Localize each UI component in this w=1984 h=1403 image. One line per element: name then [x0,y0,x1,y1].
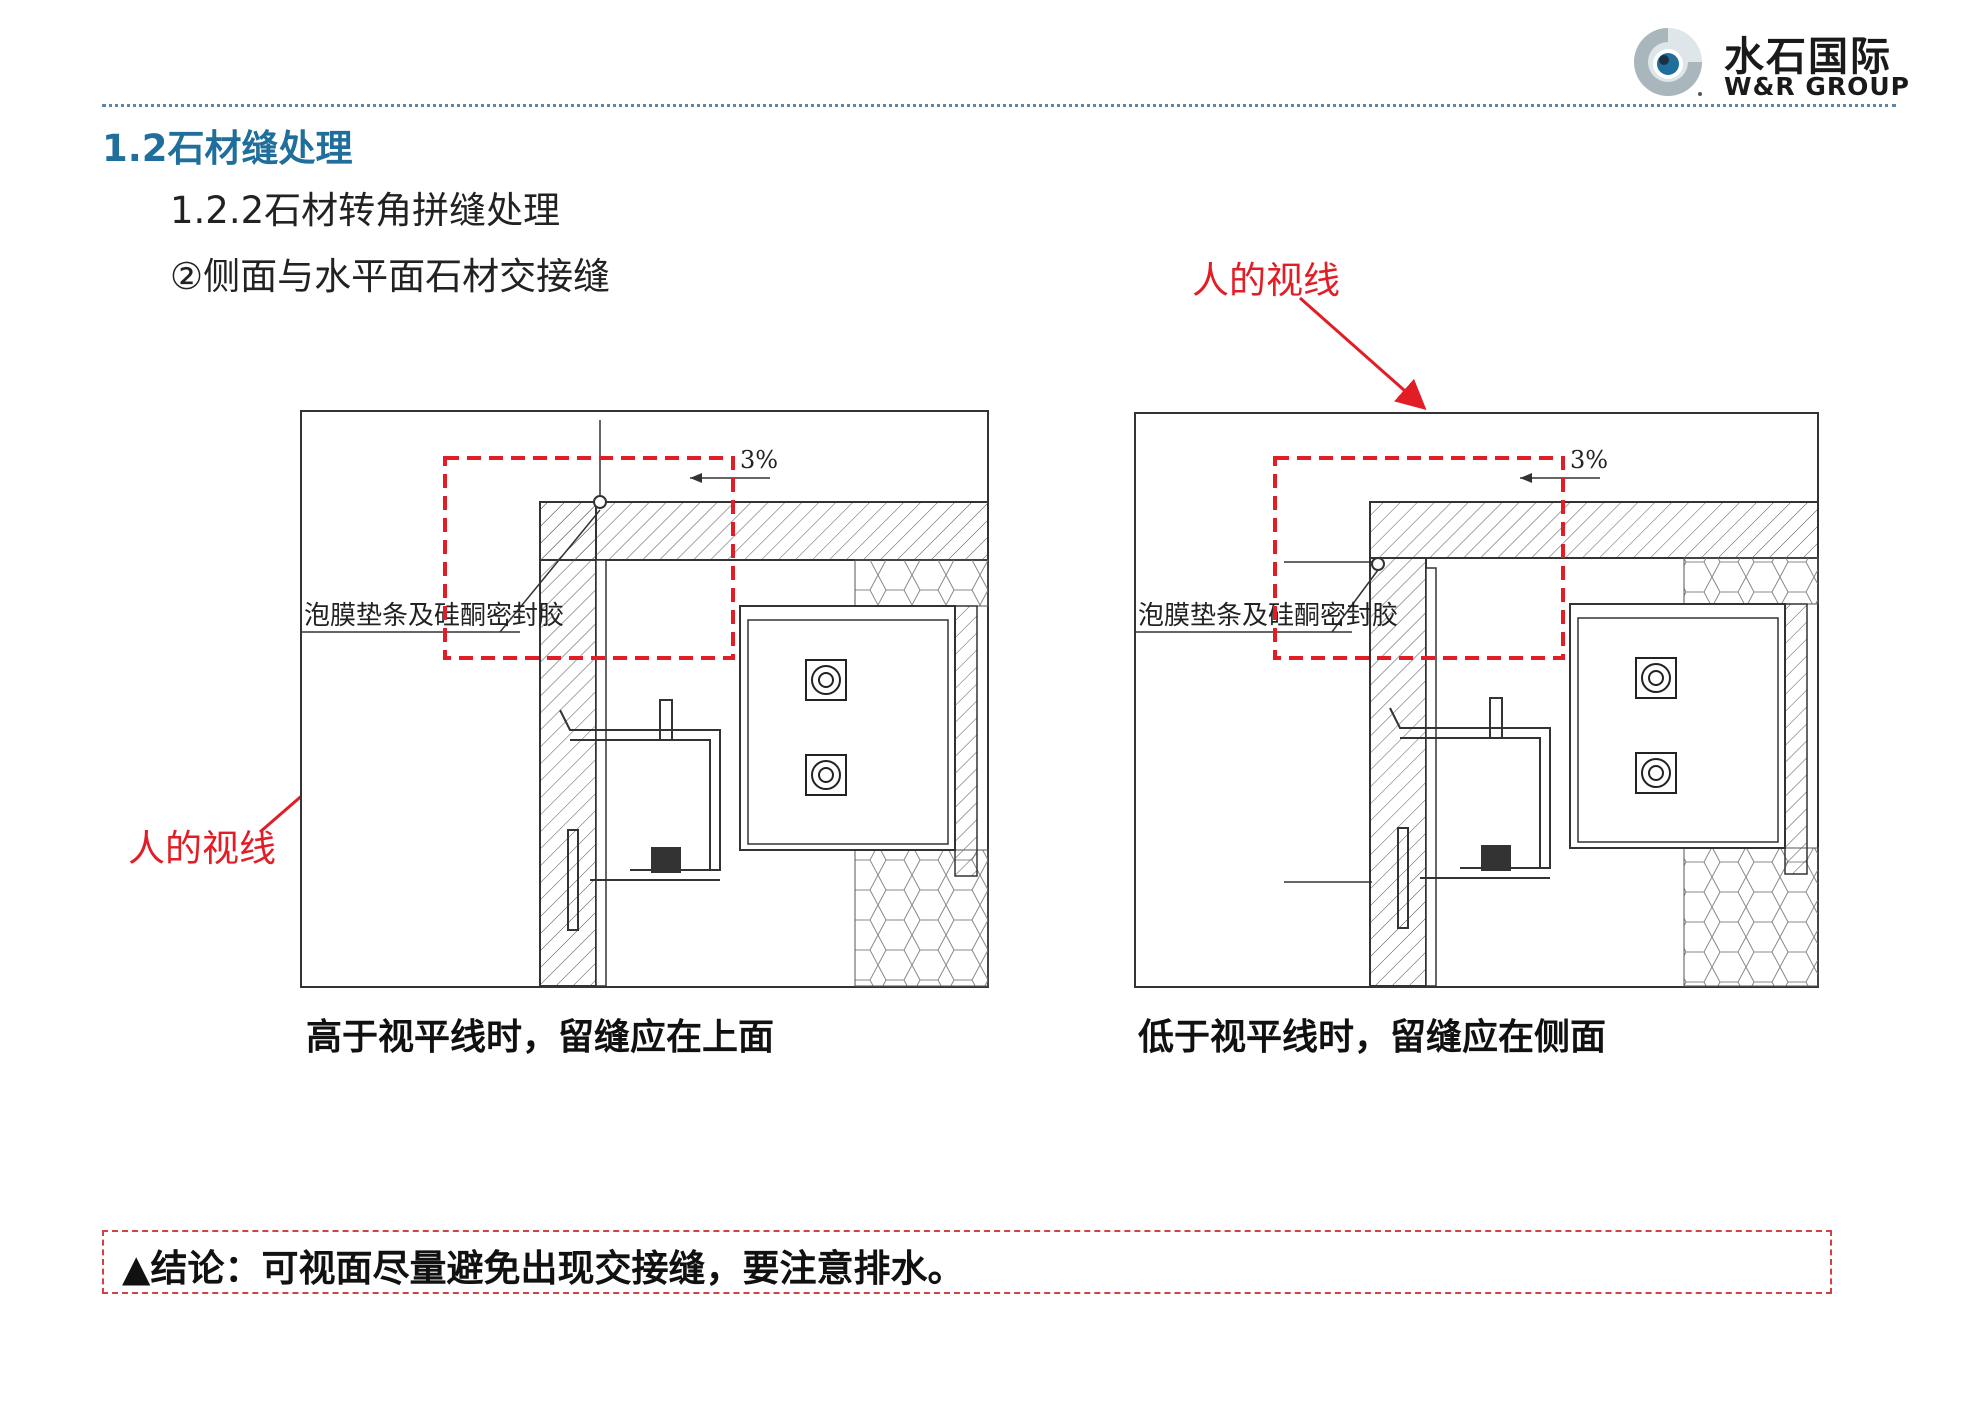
joint-drawing-right: 3% 泡膜垫条及硅酮密封胶 [1134,412,1819,988]
item-title: ②侧面与水平面石材交接缝 [170,255,611,298]
logo-name-en: W&R GROUP [1724,72,1910,101]
joint-drawing-left: 3% 泡膜垫条及硅酮密封胶 [300,410,989,988]
section-title: 1.2石材缝处理 [102,127,353,170]
note-label-right: 泡膜垫条及硅酮密封胶 [1138,601,1398,631]
header-divider [102,104,1896,107]
slope-label-right: 3% [1570,446,1608,474]
sight-label-left: 人的视线 [128,827,276,870]
logo-name-cn: 水石国际 [1724,34,1892,80]
slope-label-left: 3% [740,446,778,474]
conclusion-text: ▲结论：可视面尽量避免出现交接缝，要注意排水。 [122,1247,965,1290]
logo-emblem-icon [1634,28,1702,96]
caption-left: 高于视平线时，留缝应在上面 [306,1017,775,1058]
caption-right: 低于视平线时，留缝应在侧面 [1138,1017,1607,1058]
sight-label-right: 人的视线 [1192,259,1340,302]
conclusion-box: ▲结论：可视面尽量避免出现交接缝，要注意排水。 [102,1230,1832,1294]
note-label-left: 泡膜垫条及硅酮密封胶 [304,601,564,631]
sight-arrow-right [1299,296,1427,410]
sub-title: 1.2.2石材转角拼缝处理 [170,189,561,232]
brand-logo: 水石国际 W&R GROUP [1628,22,1910,102]
